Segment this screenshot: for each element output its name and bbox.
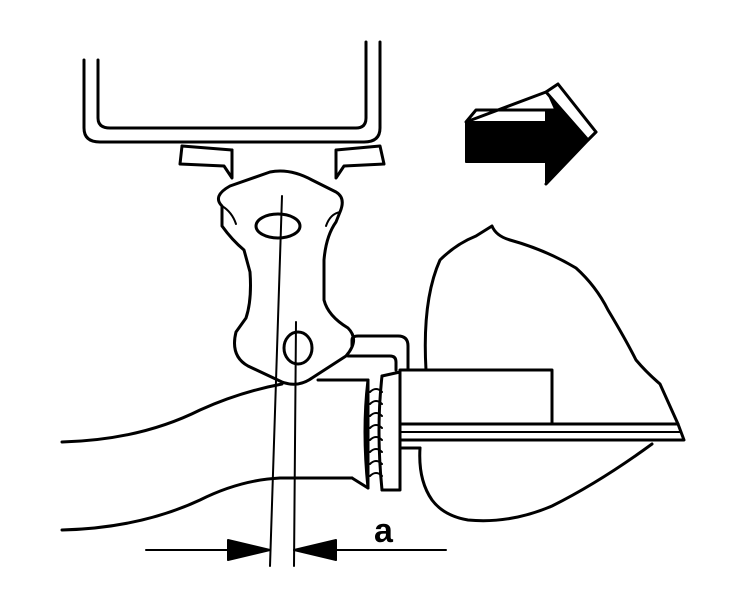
hanger-clamp bbox=[178, 144, 386, 180]
direction-arrow-icon bbox=[464, 82, 598, 186]
dimension-label: a bbox=[374, 512, 394, 550]
weld-seam bbox=[363, 370, 402, 492]
hanger-hook bbox=[346, 334, 410, 372]
exhaust-pipe bbox=[60, 378, 370, 532]
dimension-a: a bbox=[145, 512, 447, 561]
mounting-bracket bbox=[82, 40, 382, 144]
center-lines bbox=[269, 195, 297, 567]
muffler-body bbox=[398, 224, 686, 523]
rubber-hanger bbox=[216, 169, 355, 386]
